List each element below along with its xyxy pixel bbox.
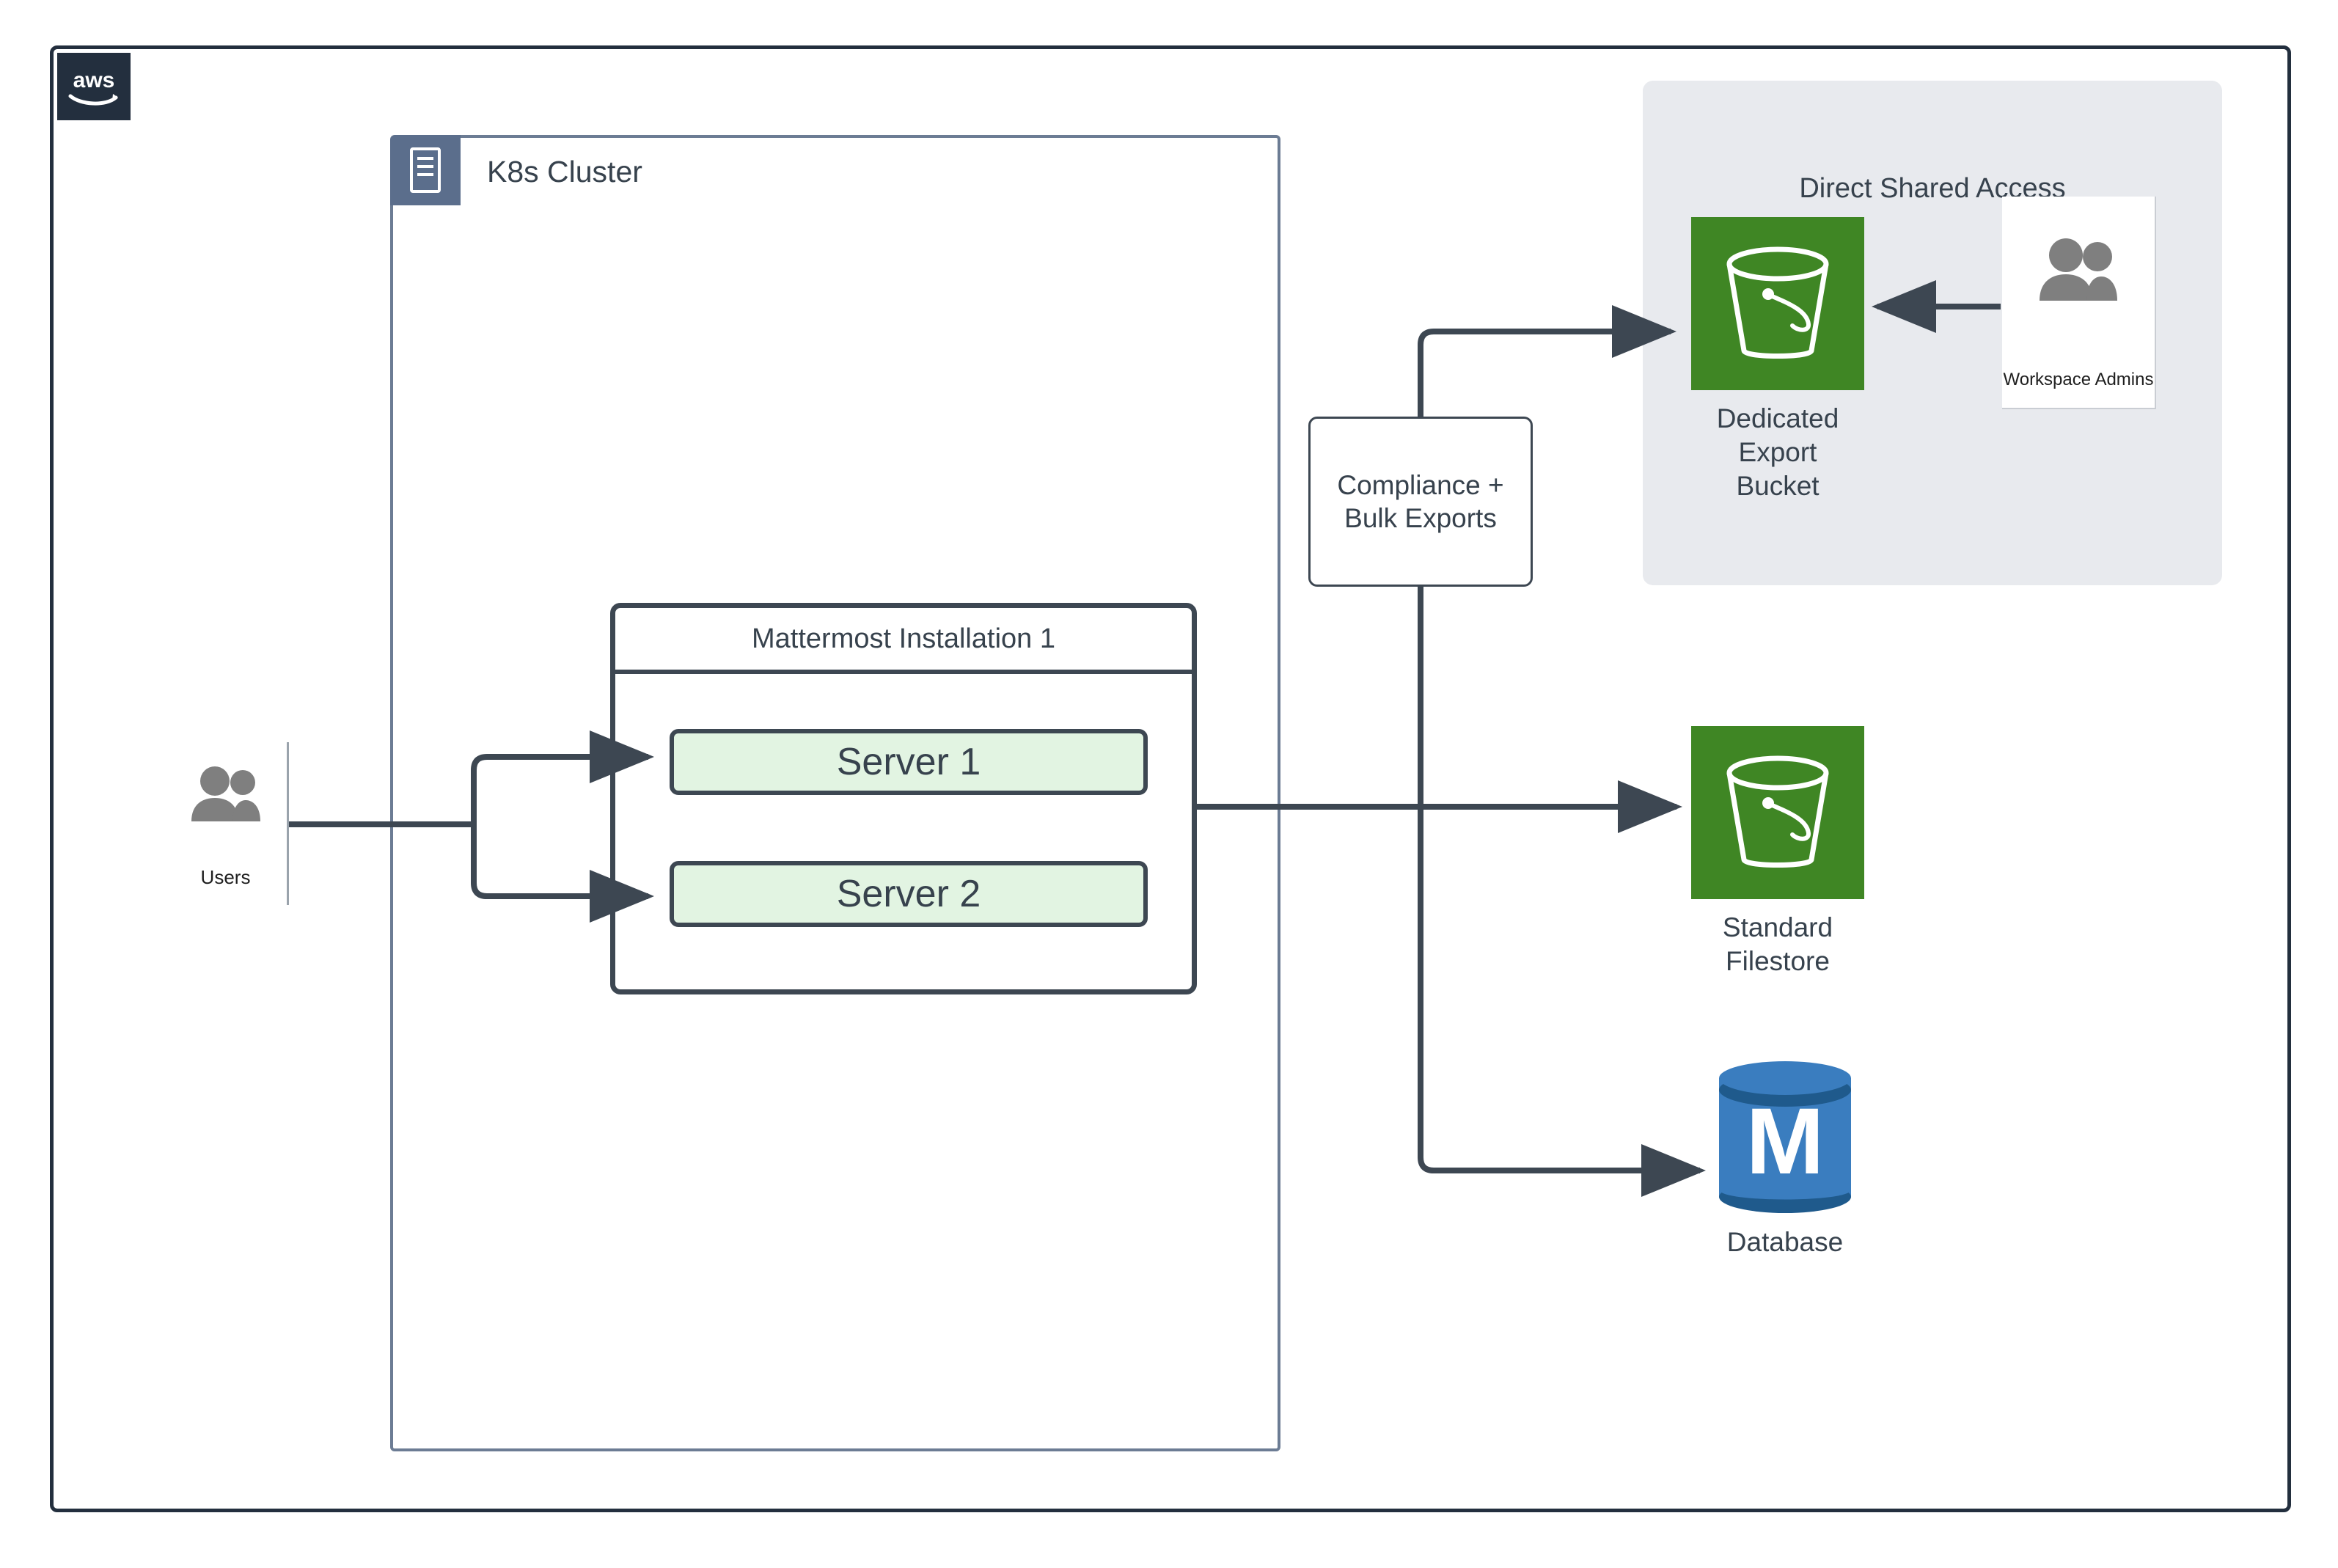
standard-filestore-label-line-1: Standard [1722, 912, 1833, 942]
database-cylinder-icon: M [1712, 1056, 1858, 1223]
database-label: Database [1726, 1227, 1844, 1257]
svg-text:aws: aws [73, 68, 115, 92]
dedicated-export-bucket-node[interactable]: Dedicated Export Bucket [1691, 217, 1864, 503]
dedicated-export-bucket-caption: Dedicated Export Bucket [1691, 402, 1864, 503]
s3-bucket-icon [1691, 726, 1864, 899]
users-actor-node[interactable]: Users [164, 742, 289, 905]
standard-filestore-caption: Standard Filestore [1691, 911, 1864, 978]
standard-filestore-node[interactable]: Standard Filestore [1691, 726, 1864, 978]
standard-filestore-label-line-2: Filestore [1726, 945, 1830, 976]
server-1-label: Server 1 [836, 741, 981, 783]
database-node[interactable]: M Database [1712, 1056, 1858, 1258]
server-2-label: Server 2 [836, 873, 981, 915]
aws-logo-icon: aws [57, 53, 131, 120]
users-group-icon [2035, 238, 2122, 304]
workspace-admins-node[interactable]: Workspace Admins [2002, 197, 2156, 409]
users-group-icon [187, 766, 265, 825]
mattermost-installation-header: Mattermost Installation 1 [615, 608, 1192, 674]
users-actor-label: Users [200, 866, 251, 888]
aws-cloud-boundary [50, 45, 2291, 1512]
svg-text:M: M [1746, 1089, 1825, 1194]
k8s-cluster-boundary [390, 135, 1280, 1451]
dedicated-export-bucket-label-line-1: Dedicated Export [1716, 403, 1839, 467]
mattermost-installation-node: Mattermost Installation 1 Server 1 Serve… [610, 603, 1197, 994]
k8s-cluster-label: K8s Cluster [487, 155, 642, 188]
workspace-admins-label: Workspace Admins [2003, 370, 2154, 389]
compliance-bulk-exports-node[interactable]: Compliance + Bulk Exports [1308, 417, 1533, 587]
compliance-label-line-1: Compliance + [1337, 469, 1504, 500]
server-2-node[interactable]: Server 2 [670, 861, 1148, 927]
compliance-label-line-2: Bulk Exports [1344, 503, 1497, 533]
server-1-node[interactable]: Server 1 [670, 729, 1148, 795]
s3-bucket-icon [1691, 217, 1864, 390]
server-rack-icon [390, 135, 461, 205]
mattermost-installation-title: Mattermost Installation 1 [752, 623, 1055, 654]
dedicated-export-bucket-label-line-2: Bucket [1736, 470, 1820, 501]
